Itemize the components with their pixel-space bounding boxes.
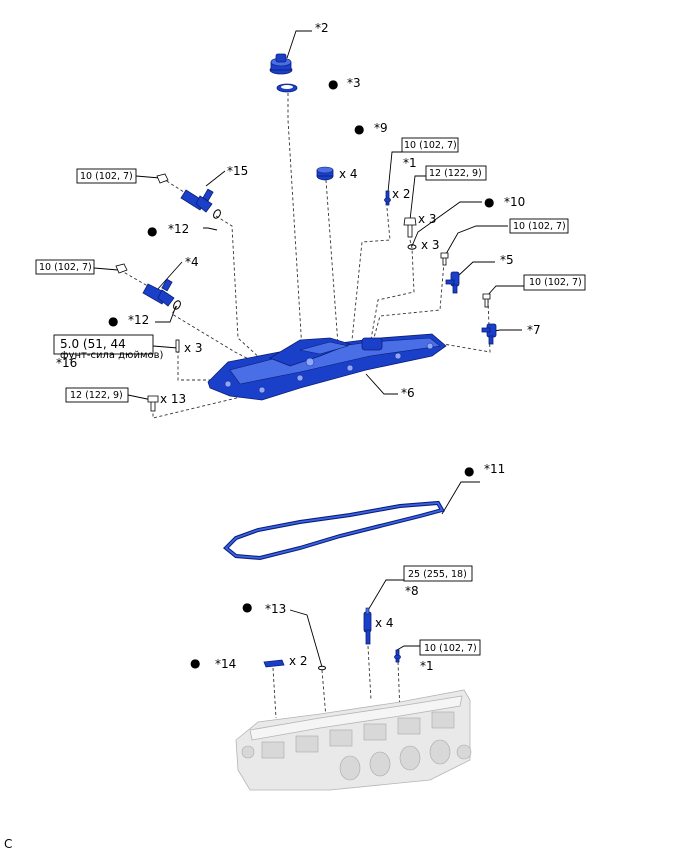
callout-16: *16 bbox=[56, 356, 77, 370]
qty-1: x 2 bbox=[392, 187, 411, 201]
oil-filler-cap-part bbox=[269, 53, 293, 75]
callout-2: *2 bbox=[315, 21, 329, 35]
torque-text-t1: 10 (102, 7) bbox=[404, 140, 457, 151]
qty-13: x 13 bbox=[160, 392, 186, 406]
camshaft-position-sensor-part bbox=[445, 271, 460, 294]
torque-spec-t6: 10 (102, 7) bbox=[523, 274, 586, 291]
callout-8: *8 bbox=[405, 584, 419, 598]
callout-1-lower: *1 bbox=[420, 659, 434, 673]
callout-10: *10 bbox=[504, 195, 525, 209]
qty-8: x 4 bbox=[375, 616, 394, 630]
callout-7: *7 bbox=[527, 323, 541, 337]
bullet-13: ● bbox=[242, 600, 252, 614]
oil-control-valve-part-4 bbox=[115, 263, 175, 307]
qty-10: x 3 bbox=[421, 238, 440, 252]
o-ring-part-13 bbox=[318, 665, 326, 671]
exhaust-camshaft-sensor-part bbox=[481, 323, 497, 345]
torque-spec-t1: 10 (102, 7) bbox=[401, 137, 459, 153]
bullet-14: ● bbox=[190, 656, 200, 670]
qty-16: x 3 bbox=[184, 341, 203, 355]
callout-3: *3 bbox=[347, 76, 361, 90]
o-ring-part-upper bbox=[213, 209, 221, 219]
torque-text-t10: 10 (102, 7) bbox=[424, 643, 477, 654]
callout-9: *9 bbox=[374, 121, 388, 135]
callout-labels: *2 *3 *9 *1 *15 *10 *12 *5 *4 *12 *7 *16… bbox=[56, 21, 541, 673]
torque-text-t16-line1: 5.0 (51, 44 bbox=[60, 337, 126, 351]
qty-bolt-12: x 3 bbox=[418, 212, 437, 226]
qty-14: x 2 bbox=[289, 654, 308, 668]
washer-part bbox=[407, 244, 417, 250]
torque-text-t4: 10 (102, 7) bbox=[513, 221, 566, 232]
callout-15: *15 bbox=[227, 164, 248, 178]
bullet-10: ● bbox=[484, 195, 494, 209]
torque-spec-t9: 25 (255, 18) bbox=[403, 565, 473, 582]
callout-4: *4 bbox=[185, 255, 199, 269]
torque-spec-t16: 5.0 (51, 44 фунт-сила дюймов) bbox=[53, 334, 164, 361]
cover-bolt-part bbox=[403, 217, 417, 238]
cylinder-head-cover-part bbox=[207, 333, 447, 401]
oil-control-valve-part-15 bbox=[156, 173, 214, 213]
torque-text-t9: 25 (255, 18) bbox=[408, 569, 467, 580]
bullet-11: ● bbox=[464, 464, 474, 478]
callout-13: *13 bbox=[265, 602, 286, 616]
o-ring-part-lower bbox=[173, 300, 181, 310]
gasket-part-14 bbox=[263, 659, 285, 668]
callout-12-lower: *12 bbox=[128, 313, 149, 327]
footer-code: C bbox=[4, 837, 12, 851]
quantity-labels: x 4 x 2 x 3 x 3 x 3 x 13 x 4 x 2 bbox=[160, 167, 440, 668]
grommet-part bbox=[316, 166, 334, 181]
callout-5: *5 bbox=[500, 253, 514, 267]
sensor-bolt-part bbox=[440, 252, 449, 266]
cylinder-head-illustration bbox=[235, 689, 472, 791]
torque-spec-t8: 12 (122, 9) bbox=[65, 387, 129, 403]
torque-spec-t10: 10 (102, 7) bbox=[419, 639, 481, 656]
leader-lines bbox=[93, 30, 524, 668]
torque-text-t3: 12 (122, 9) bbox=[429, 168, 482, 179]
torque-spec-t5: 10 (102, 7) bbox=[35, 259, 95, 275]
torque-spec-t3: 12 (122, 9) bbox=[425, 165, 487, 181]
torque-text-t5: 10 (102, 7) bbox=[39, 262, 92, 273]
bolt-part-13 bbox=[147, 395, 159, 412]
torque-spec-t4: 10 (102, 7) bbox=[509, 218, 569, 234]
spark-plug-tube-part bbox=[363, 607, 372, 645]
filler-cap-gasket-part bbox=[276, 83, 298, 93]
stud-bolt-part-upper bbox=[384, 190, 391, 206]
callout-6: *6 bbox=[401, 386, 415, 400]
torque-text-t16-line2: фунт-сила дюймов) bbox=[60, 350, 164, 361]
callout-12-upper: *12 bbox=[168, 222, 189, 236]
new-part-bullets: ● ● ● ● ● ● ● ● bbox=[108, 77, 494, 670]
stud-bolt-part-lower bbox=[394, 649, 401, 663]
bullet-9: ● bbox=[354, 122, 364, 136]
torque-text-t8: 12 (122, 9) bbox=[70, 390, 123, 401]
callout-14: *14 bbox=[215, 657, 236, 671]
callout-11: *11 bbox=[484, 462, 505, 476]
torque-text-t2: 10 (102, 7) bbox=[80, 171, 133, 182]
callout-1-upper: *1 bbox=[403, 156, 417, 170]
torque-text-t6: 10 (102, 7) bbox=[529, 277, 582, 288]
head-cover-gasket-part bbox=[223, 500, 446, 561]
assembly-dashed-lines bbox=[119, 93, 491, 719]
bullet-12b: ● bbox=[108, 314, 118, 328]
torque-spec-t2: 10 (102, 7) bbox=[76, 168, 137, 184]
bullet-12a: ● bbox=[147, 224, 157, 238]
bullet-3: ● bbox=[328, 77, 338, 91]
qty-9: x 4 bbox=[339, 167, 358, 181]
stud-part-16 bbox=[175, 339, 180, 353]
sensor-bolt-part-2 bbox=[482, 293, 491, 308]
